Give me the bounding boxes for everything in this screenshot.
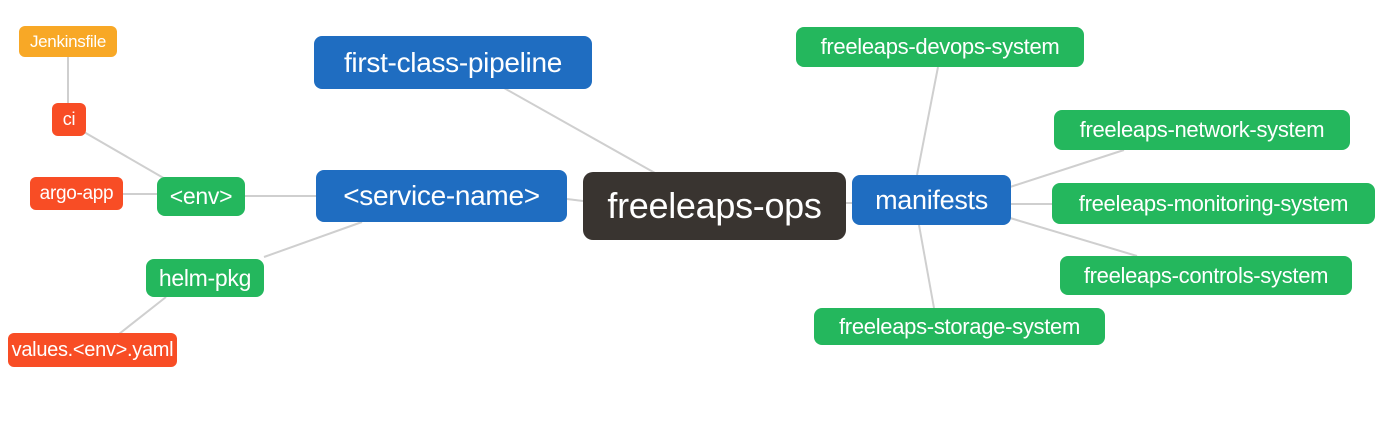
edge-helmpkg-values xyxy=(118,296,167,335)
node-helm-pkg[interactable]: helm-pkg xyxy=(146,259,264,297)
node-freeleaps-devops-system[interactable]: freeleaps-devops-system xyxy=(796,27,1084,67)
node-manifests[interactable]: manifests xyxy=(852,175,1011,225)
edge-pipeline-ops xyxy=(503,87,656,174)
node-argo-app[interactable]: argo-app xyxy=(30,177,123,210)
edge-manifests-devops xyxy=(916,66,939,176)
node-jenkinsfile[interactable]: Jenkinsfile xyxy=(19,26,117,57)
node-env[interactable]: <env> xyxy=(157,177,245,216)
edge-manifests-network xyxy=(1009,149,1125,188)
node-freeleaps-monitoring-system[interactable]: freeleaps-monitoring-system xyxy=(1052,183,1375,224)
edge-ci-env xyxy=(83,131,168,181)
node-freeleaps-controls-system[interactable]: freeleaps-controls-system xyxy=(1060,256,1352,295)
edge-servicename-helmpkg xyxy=(263,221,363,258)
node-freeleaps-ops[interactable]: freeleaps-ops xyxy=(583,172,846,240)
node-freeleaps-storage-system[interactable]: freeleaps-storage-system xyxy=(814,308,1105,345)
edge-manifests-storage xyxy=(918,224,935,309)
edge-manifests-controls xyxy=(1009,217,1138,257)
node-service-name[interactable]: <service-name> xyxy=(316,170,567,222)
node-values-env-yaml[interactable]: values.<env>.yaml xyxy=(8,333,177,367)
node-first-class-pipeline[interactable]: first-class-pipeline xyxy=(314,36,592,89)
node-freeleaps-network-system[interactable]: freeleaps-network-system xyxy=(1054,110,1350,150)
node-ci[interactable]: ci xyxy=(52,103,86,136)
edge-servicename-ops xyxy=(566,198,584,202)
